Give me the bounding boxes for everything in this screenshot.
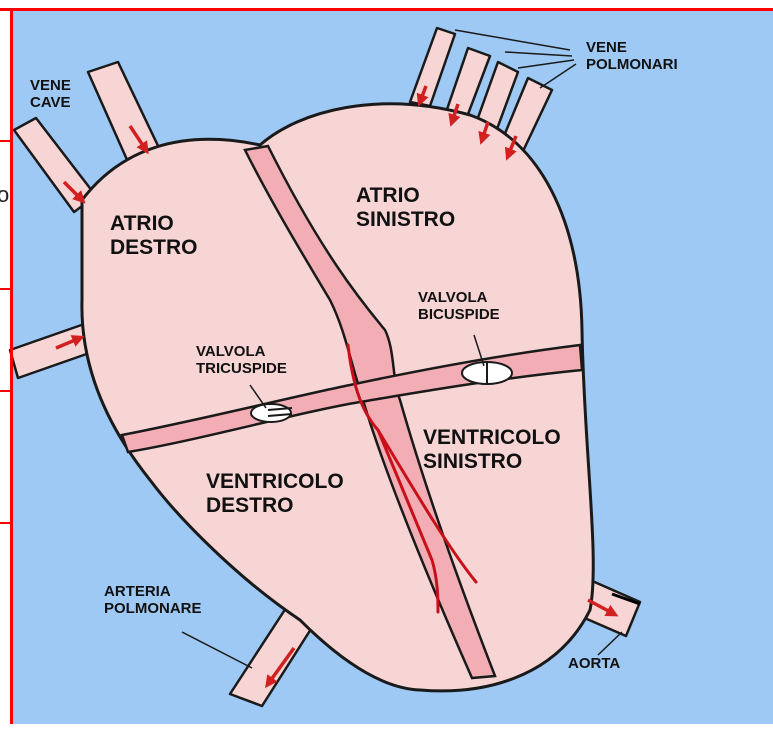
label-ventricolo-destro: VENTRICOLO DESTRO — [206, 470, 344, 517]
frame-tick-4 — [0, 522, 12, 524]
stray-glyph: o — [0, 182, 9, 208]
label-vene-polmonari: VENE POLMONARI — [586, 40, 678, 74]
label-ventricolo-sinistro: VENTRICOLO SINISTRO — [423, 426, 561, 473]
valve-bicuspide — [462, 362, 512, 384]
frame-tick-3 — [0, 390, 12, 392]
label-atrio-destro: ATRIO DESTRO — [110, 212, 198, 259]
valve-tricuspide — [251, 404, 292, 422]
label-aorta: AORTA — [568, 656, 620, 673]
frame-left-border — [10, 8, 13, 724]
label-valvola-tricuspide: VALVOLA TRICUSPIDE — [196, 344, 287, 378]
label-valvola-bicuspide: VALVOLA BICUSPIDE — [418, 290, 500, 324]
label-vene-cave: VENE CAVE — [30, 78, 71, 112]
label-atrio-sinistro: ATRIO SINISTRO — [356, 184, 455, 231]
frame-top-border — [0, 8, 773, 11]
frame-tick-2 — [0, 288, 12, 290]
label-arteria-polmonare: ARTERIA POLMONARE — [104, 584, 202, 618]
frame-tick-1 — [0, 140, 12, 142]
valve-tricuspide-shape — [251, 404, 291, 422]
